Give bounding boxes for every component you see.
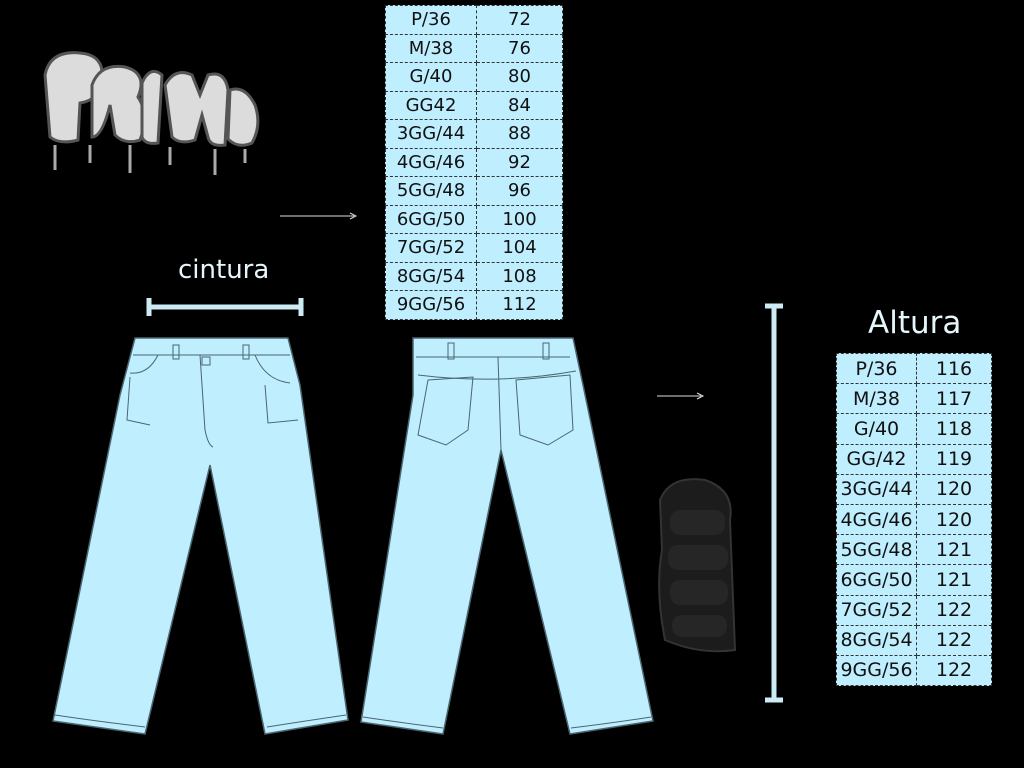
- pants-front-illustration: [52, 337, 349, 735]
- value-cell: 122: [916, 594, 992, 626]
- height-measure-bar: [765, 303, 783, 703]
- size-cell: M/38: [385, 33, 477, 63]
- size-cell: 9GG/56: [836, 654, 917, 687]
- size-cell: GG/42: [836, 443, 917, 475]
- value-cell: 122: [916, 624, 992, 656]
- height-label: Altura: [868, 305, 962, 341]
- value-cell: 120: [916, 473, 992, 505]
- size-cell: 3GG/44: [836, 473, 917, 505]
- value-cell: 121: [916, 534, 992, 566]
- size-cell: 3GG/44: [385, 119, 477, 149]
- size-cell: 5GG/48: [385, 176, 477, 206]
- value-cell: 76: [476, 33, 563, 63]
- value-cell: 121: [916, 564, 992, 596]
- arrow-right-icon: [657, 392, 705, 400]
- primos-graffiti-logo: [43, 51, 260, 175]
- value-cell: 84: [476, 90, 563, 120]
- value-cell: 116: [916, 352, 992, 385]
- value-cell: 118: [916, 413, 992, 445]
- size-cell: GG42: [385, 90, 477, 120]
- size-cell: P/36: [836, 352, 917, 385]
- value-cell: 100: [476, 204, 563, 234]
- size-cell: 7GG/52: [385, 233, 477, 263]
- value-cell: 117: [916, 383, 992, 415]
- size-cell: 9GG/56: [385, 290, 477, 320]
- value-cell: 120: [916, 503, 992, 536]
- value-cell: 92: [476, 147, 563, 177]
- waist-measure-bar: [146, 298, 304, 316]
- size-cell: 8GG/54: [385, 261, 477, 291]
- size-cell: M/38: [836, 383, 917, 415]
- value-cell: 88: [476, 119, 563, 149]
- primos-watermark-logo: [658, 478, 737, 653]
- size-cell: 5GG/48: [836, 534, 917, 566]
- value-cell: 122: [916, 654, 992, 687]
- size-cell: 6GG/50: [836, 564, 917, 596]
- value-cell: 104: [476, 233, 563, 263]
- size-cell: G/40: [385, 62, 477, 92]
- size-cell: 4GG/46: [836, 503, 917, 536]
- value-cell: 119: [916, 443, 992, 475]
- size-cell: 4GG/46: [385, 147, 477, 177]
- size-cell: 6GG/50: [385, 204, 477, 234]
- value-cell: 108: [476, 261, 563, 291]
- value-cell: 96: [476, 176, 563, 206]
- value-cell: 112: [476, 290, 563, 320]
- waist-label: cintura: [178, 255, 270, 285]
- arrow-right-icon: [280, 212, 358, 220]
- size-cell: 8GG/54: [836, 624, 917, 656]
- size-cell: G/40: [836, 413, 917, 445]
- size-cell: P/36: [385, 5, 477, 35]
- size-cell: 7GG/52: [836, 594, 917, 626]
- value-cell: 80: [476, 62, 563, 92]
- value-cell: 72: [476, 5, 563, 35]
- pants-back-illustration: [360, 337, 654, 735]
